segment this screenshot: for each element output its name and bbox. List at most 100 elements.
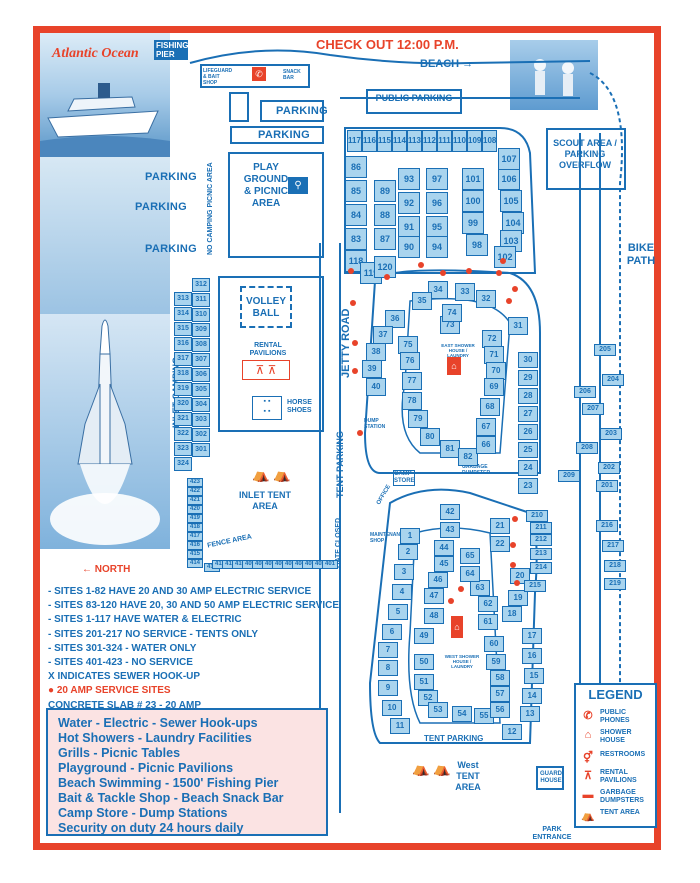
amp-service-dot [510,542,516,548]
volleyball-area-frame [218,276,324,432]
pavilion-icon: ⊼ [583,770,593,782]
amenity-line: Beach Swimming - 1500' Fishing Pier [58,776,279,790]
campsite-301: 301 [192,443,210,457]
parking-label-left-3: PARKING [145,243,198,255]
maintenance-shop-label: MAINTENANCE SHOP [370,532,407,544]
guard-house-box [536,766,564,790]
campsite-203: 203 [600,428,622,440]
campsite-418: 418 [187,523,203,532]
campsite-35: 35 [412,292,432,310]
parking-lot-3 [229,92,249,122]
amp-service-dot [510,562,516,568]
campsite-62: 62 [478,596,498,612]
campsite-43: 43 [440,522,460,538]
campsite-33: 33 [455,283,475,301]
campsite-89: 89 [374,180,396,202]
campsite-48: 48 [424,608,444,624]
tent-icon: ⛺ ⛺ [252,466,291,482]
campsite-47: 47 [424,588,444,604]
legend-box: LEGEND ✆PUBLIC PHONES ⌂SHOWER HOUSE ⚥RES… [574,683,657,828]
campsite-18: 18 [502,606,522,622]
campsite-324: 324 [174,457,192,471]
campsite-111: 111 [437,130,452,152]
amenity-line: Camp Store - Dump Stations [58,806,228,820]
campsite-83: 83 [345,228,367,250]
phone-icon: ✆ [252,67,266,81]
campsite-2: 2 [398,544,418,560]
campsite-218: 218 [604,560,626,572]
campsite-109: 109 [467,130,482,152]
campsite-74: 74 [442,304,462,322]
campsite-94: 94 [426,236,448,258]
shower-icon: ⌂ [584,729,592,741]
legend-item-dumpsters: ▬GARBAGE DUMPSTERS [580,789,656,804]
campsite-201: 201 [596,480,618,492]
east-shower-icon: ⌂ [447,357,461,375]
campsite-42: 42 [440,504,460,520]
campsite-305: 305 [192,383,210,397]
campsite-99: 99 [462,212,484,234]
tent-icon: ⛺ [581,810,595,822]
campsite-34: 34 [428,281,448,299]
note-line: - SITES 301-324 - WATER ONLY [48,642,197,654]
amenity-line: Security on duty 24 hours daily [58,821,244,835]
campsite-64: 64 [460,566,480,582]
campsite-69: 69 [484,378,504,396]
campsite-8: 8 [378,660,398,676]
campsite-10: 10 [382,700,402,716]
campsite-97: 97 [426,168,448,190]
campsite-417: 417 [187,532,203,541]
note-line: - SITES 83-120 HAVE 20, 30 AND 50 AMP EL… [48,600,340,612]
campsite-30: 30 [518,352,538,368]
pavilion-icon: ⊼ ⊼ [242,360,290,380]
site-notes: - SITES 1-82 HAVE 20 AND 30 AMP ELECTRIC… [48,585,348,713]
campsite-61: 61 [478,614,498,630]
tent-parking-label: TENT PARKING [335,431,345,498]
campsite-216: 216 [596,520,618,532]
campsite-419: 419 [187,514,203,523]
campsite-80: 80 [420,428,440,446]
campsite-313: 313 [174,292,192,306]
campsite-210: 210 [526,510,548,522]
campsite-110: 110 [452,130,467,152]
volleyball-court [240,286,292,328]
amp-service-dot [506,298,512,304]
campsite-319: 319 [174,382,192,396]
space-shuttle-photo [40,314,170,549]
campsite-22: 22 [490,536,510,552]
campsite-1: 1 [400,528,420,544]
campsite-420: 420 [187,505,203,514]
amenity-line: Bait & Tackle Shop - Beach Snack Bar [58,791,284,805]
campsite-212: 212 [530,534,552,546]
campsite-60: 60 [484,636,504,652]
campsite-214: 214 [530,562,552,574]
campsite-14: 14 [522,688,542,704]
amp-service-dot [512,286,518,292]
parking-lot-2 [230,126,324,144]
checkout-time: CHECK OUT 12:00 P.M. [316,37,459,52]
guard-house-label: GUARD HOUSE [540,771,562,784]
playground-area [228,152,324,258]
campsite-77: 77 [402,372,422,390]
campsite-204: 204 [602,374,624,386]
note-line: - SITES 201-217 NO SERVICE - TENTS ONLY [48,628,259,640]
campsite-96: 96 [426,192,448,214]
amp-service-dot [448,598,454,604]
campsite-93: 93 [398,168,420,190]
amp-service-dot [418,262,424,268]
campsite-29: 29 [518,370,538,386]
parking-lot-1 [260,100,324,122]
campsite-217: 217 [602,540,624,552]
east-shower-label: EAST SHOWER HOUSE / LAUNDRY [441,343,475,358]
campsite-317: 317 [174,352,192,366]
restroom-icon: ⚥ [583,752,593,764]
campsite-206: 206 [574,386,596,398]
campsite-414: 414 [187,559,203,568]
amp-service-dot [352,368,358,374]
dumpster-icon: ▬ [582,789,594,801]
campsite-16: 16 [522,648,542,664]
snack-bar-label: SNACK BAR [283,69,301,81]
legend-item-phones: ✆PUBLIC PHONES [580,709,656,724]
campsite-304: 304 [192,398,210,412]
parking-label-left-1: PARKING [145,171,198,183]
